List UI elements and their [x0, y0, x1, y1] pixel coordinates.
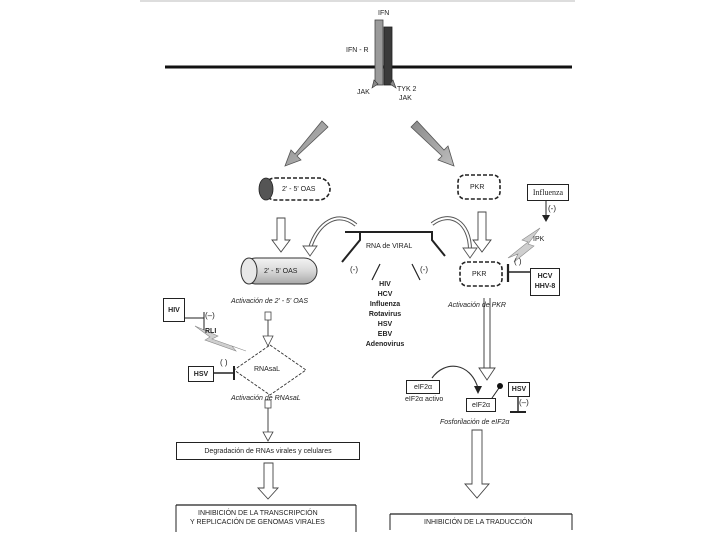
lightning-ipk: [507, 227, 541, 263]
ifn-receptor: [371, 19, 397, 89]
arrow-pkr-activation: [472, 211, 492, 253]
transcription-outcome-line1: INHIBICIÓN DE LA TRANSCRIPCIÓN: [198, 510, 318, 517]
rnasel-label: RNAsaL: [254, 366, 281, 373]
virus-item: Rotavirus: [368, 311, 402, 318]
arrow-to-transcription-outcome: [256, 462, 280, 500]
virus-list: HIV HCV Influenza Rotavirus HSV EBV Aden…: [360, 280, 410, 350]
arrow-to-translation-outcome: [464, 429, 490, 499]
hiv-minus-sign: (–): [205, 311, 215, 320]
translation-outcome: INHIBICIÓN DE LA TRADUCCIÓN: [424, 519, 533, 526]
hsv-box-right: HSV: [508, 382, 530, 397]
pkr-active-box: [459, 261, 503, 287]
hsv-right-sign: (–): [519, 398, 529, 407]
hsv-left-sign: ( ): [220, 358, 228, 367]
oas-cylinder-active: [240, 257, 318, 285]
hiv-box: HIV: [163, 298, 185, 322]
virus-item: HCV: [377, 291, 393, 298]
viral-rna-block: [341, 231, 446, 281]
gray-arrow-to-pkr: [410, 120, 455, 167]
virus-item: HIV: [379, 281, 391, 288]
tyk2-label: TYK 2: [397, 86, 417, 93]
curved-arrow-eif: [431, 365, 479, 389]
hcv-label: HCV: [537, 273, 553, 280]
viral-rna-label: RNA de VIRAL: [366, 243, 413, 250]
oas-active-label: 2' - 5' OAS: [264, 268, 298, 275]
ifn-label: IFN: [378, 10, 390, 17]
influenza-sign: (-): [548, 204, 556, 213]
rnasel-diamond: [233, 344, 307, 396]
lightning-rli: [194, 325, 247, 352]
virus-item: Influenza: [369, 301, 401, 308]
eif-phosphorylated-box: eIF2α: [466, 398, 496, 412]
rli-label: RLI: [205, 328, 217, 335]
oas-inactive-label: 2' - 5' OAS: [282, 186, 316, 193]
eif-active-caption: eIF2α activo: [405, 396, 444, 403]
gray-arrow-to-oas: [284, 120, 329, 167]
pkr-inactive-label: PKR: [470, 184, 485, 191]
pkr-inactive-box: [457, 174, 501, 200]
hsv-box-left: HSV: [188, 366, 214, 382]
pkr-active-label: PKR: [472, 271, 487, 278]
rna-minus-right: (-): [420, 265, 428, 274]
virus-item: Adenovirus: [365, 341, 405, 348]
eif-active-box: eIF2α: [406, 380, 440, 394]
jak-left-label: JAK: [357, 89, 370, 96]
rnasel-activation-caption: Activación de RNAsaL: [231, 395, 301, 402]
pkr-activation-caption: Activación de PKR: [448, 302, 506, 309]
hhv8-label: HHV-8: [534, 283, 556, 290]
virus-item: EBV: [377, 331, 393, 338]
ifn-receptor-label: IFN - R: [346, 47, 369, 54]
phosphorylation-caption: Fosforilación de eIF2α: [440, 419, 510, 426]
virus-item: HSV: [377, 321, 393, 328]
jak-right-label: JAK: [399, 95, 412, 102]
hcv-hhv8-box: HCV HHV-8: [530, 268, 560, 296]
degradation-box: Degradación de RNAs virales y celulares: [176, 442, 360, 460]
ipk-label: IPK: [533, 236, 545, 243]
hcv-sign: ( ): [514, 257, 522, 266]
influenza-box: Influenza: [527, 184, 569, 201]
curved-arrow-to-pkr: [430, 216, 472, 251]
rna-minus-left: (-): [350, 265, 358, 274]
arrow-oas-activation: [271, 217, 291, 253]
oas-cylinder-inactive: [258, 177, 331, 201]
oas-activation-caption: Activación de 2' - 5' OAS: [231, 298, 308, 305]
transcription-outcome-line2: Y REPLICACIÓN DE GENOMAS VIRALES: [190, 519, 325, 526]
